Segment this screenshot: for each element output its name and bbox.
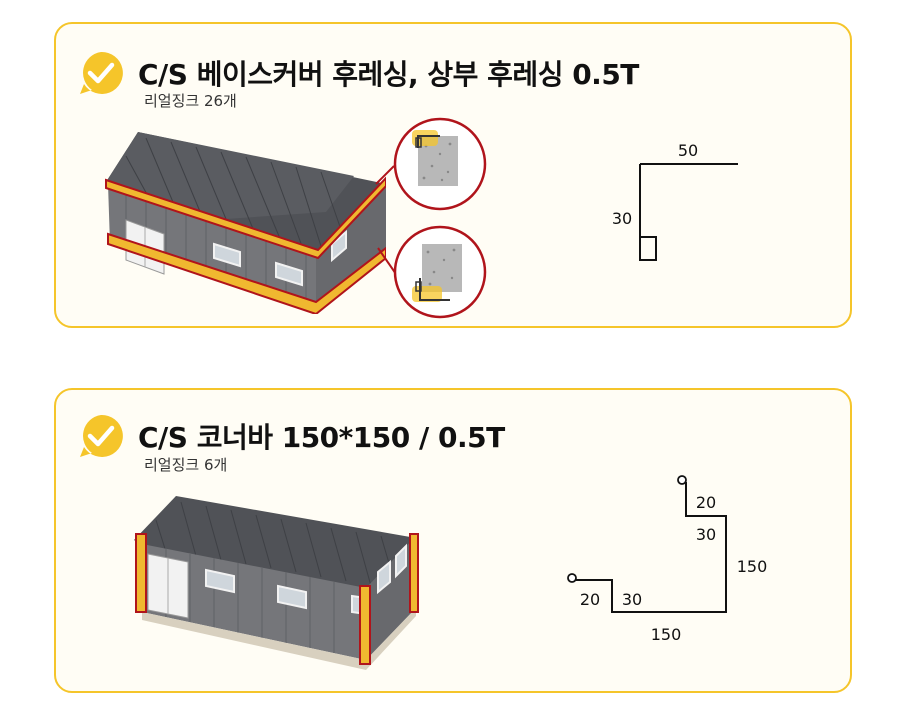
- dim-side-label: 30: [612, 209, 632, 228]
- section-card-corner-bar: C/S 코너바 150*150 / 0.5T 리얼징크 6개: [54, 388, 852, 693]
- house-illustration: [134, 496, 419, 670]
- house-illustration: [105, 132, 386, 314]
- section-title: C/S 코너바 150*150 / 0.5T: [138, 421, 505, 454]
- zoom-detail-base-cover: [393, 225, 487, 319]
- dim-lip-top-label: 20: [696, 493, 716, 512]
- dim-top-label: 50: [678, 141, 698, 160]
- zoom-detail-top-flashing: [393, 117, 487, 211]
- callout-lines: [375, 165, 397, 275]
- dim-lip-left-label: 20: [580, 590, 600, 609]
- dim-width-label: 150: [651, 625, 682, 644]
- check-badge-icon: [80, 51, 123, 94]
- profile-diagram-base-cover: 50 30: [612, 141, 738, 261]
- dim-upper-step-label: 30: [696, 525, 716, 544]
- dim-height-label: 150: [737, 557, 768, 576]
- section-card-base-cover: C/S 베이스커버 후레싱, 상부 후레싱 0.5T 리얼징크 26개: [54, 22, 852, 328]
- section-subtitle: 리얼징크 6개: [144, 456, 228, 474]
- check-badge-icon: [80, 414, 123, 457]
- dim-lower-step-label: 30: [622, 590, 642, 609]
- section-subtitle: 리얼징크 26개: [144, 92, 237, 110]
- profile-diagram-corner-bar: 20 30 150 20 30 150: [567, 475, 768, 644]
- section-title: C/S 베이스커버 후레싱, 상부 후레싱 0.5T: [138, 58, 639, 91]
